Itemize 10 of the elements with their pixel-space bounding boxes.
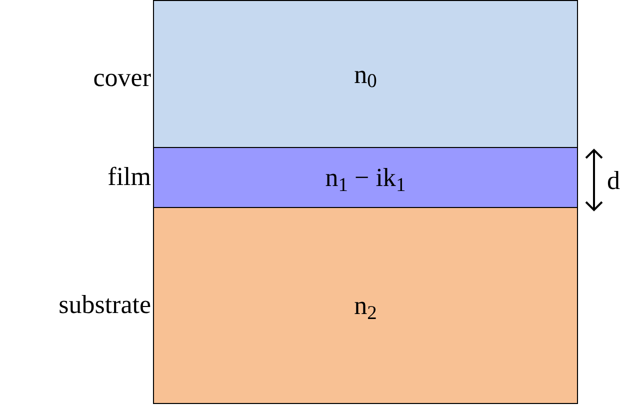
film-layer — [153, 147, 578, 208]
substrate-layer — [153, 207, 578, 404]
thickness-label: d — [607, 168, 620, 194]
layer-name: substrate — [58, 292, 151, 318]
refractive-index-label: n$_{2}$ — [354, 290, 377, 325]
refractive-index-label: n$_{0}$ — [354, 58, 377, 94]
layer-name: cover — [93, 64, 151, 90]
layer-name: film — [108, 164, 151, 190]
refractive-index-label: n$_{1}$ − ik$_{1}$ — [325, 162, 406, 197]
cover-layer — [153, 0, 578, 148]
